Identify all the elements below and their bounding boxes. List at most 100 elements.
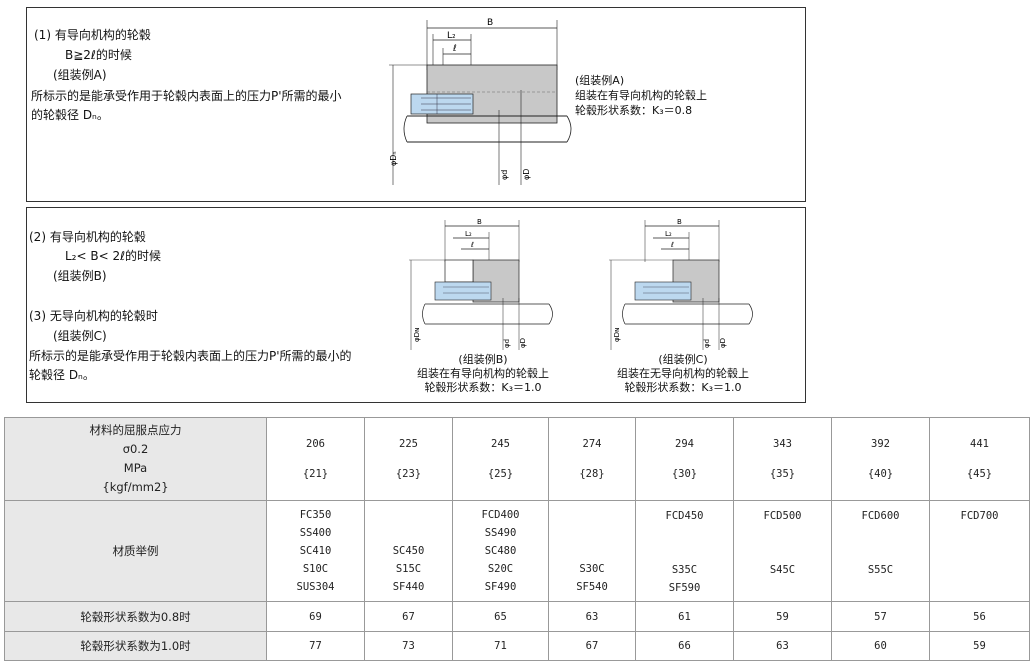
assembly-diagram-a: B L₂ ℓ φDₙ φd φD [389,18,572,185]
example-c-label: (组装例C) [53,329,107,343]
hub-diameter-table: 材料的屈服点应力 σ0.2 MPa {kgf/mm2} 206 {21} 225 {… [4,417,1030,661]
yield-mpa: 225 [399,438,418,450]
yield-cell: 441{45} [929,417,1030,501]
material-item: SF590 [668,582,701,594]
svg-text:φDɴ: φDɴ [613,328,621,342]
condition-case-1: B≧2ℓ的时候 [65,48,132,62]
svg-text:B: B [677,218,682,226]
material-item: S35C [671,564,698,576]
material-cell: FCD500 S45C [733,500,832,602]
yield-kgf: {35} [769,468,796,480]
yield-label-line-2: σ0.2 [122,442,149,456]
caption-a-line-2: 组装在有导向机构的轮毂上 [575,89,707,102]
material-cell: FC350 SS400 SC410 S10C SUS304 [266,500,365,602]
yield-kgf: {21} [302,468,329,480]
locking-element [434,281,492,301]
material-item: SC450 [392,545,425,557]
yield-mpa: 294 [675,438,694,450]
material-item: FCD500 [763,510,802,522]
locking-element [634,281,692,301]
dim-b-label: B [487,18,493,28]
dim-dn-label: φDₙ [389,151,398,166]
yield-label-line-1: 材料的屈服点应力 [89,423,182,437]
yield-cell: 245{25} [452,417,549,501]
heading-case-1: (1) 有导向机构的轮毂 [34,28,151,42]
k08-value: 61 [635,601,734,632]
k08-value: 67 [364,601,453,632]
material-item: S45C [769,564,796,576]
yield-kgf: {28} [579,468,605,480]
yield-cell: 343 {35} [733,417,832,501]
yield-kgf: {45} [966,468,993,480]
yield-cell: 294 {30} [635,417,734,501]
material-item: FC350 [299,509,332,521]
heading-case-3: (3) 无导向机构的轮毂时 [29,309,158,323]
dim-l-label: ℓ [452,44,457,54]
yield-label-cell: 材料的屈服点应力 σ0.2 MPa {kgf/mm2} [4,417,267,501]
material-item: FCD400 [481,509,520,521]
yield-label-line-4: {kgf/mm2} [102,480,169,494]
example-a-label: (组装例A) [53,68,107,82]
material-item: FCD600 [861,510,900,522]
yield-mpa: 206 [306,438,325,450]
k10-value: 63 [733,631,832,661]
yield-mpa: 343 [773,438,792,450]
yield-kgf: {25} [487,468,514,480]
material-item: SF440 [392,581,425,593]
material-item: SUS304 [296,581,335,593]
caption-a-line-3: 轮毂形状系数：K₃＝0.8 [575,104,693,117]
svg-text:φd: φd [703,339,711,348]
condition-case-2: L₂< B< 2ℓ的时候 [65,249,162,263]
k08-value: 56 [929,601,1030,632]
yield-cell: 392 {40} [831,417,930,501]
yield-label-line-3: MPa [123,461,148,475]
k08-value: 69 [266,601,365,632]
k10-value: 59 [929,631,1030,661]
material-item: S55C [867,564,894,576]
description-b-line-1: 所标示的是能承受作用于轮毂内表面上的压力P'所需的最小的 [29,349,352,363]
caption-a-title: (组装例A) [575,74,625,87]
material-cell: FCD700 [929,500,1030,602]
material-item: S30C [579,563,605,575]
k10-value: 77 [266,631,365,661]
material-cell: FCD600 S55C [831,500,930,602]
example-b-label: (组装例B) [53,269,107,283]
k10-value: 66 [635,631,734,661]
k08-label-cell: 轮毂形状系数为0.8时 [4,601,267,632]
material-item: S20C [487,563,514,575]
dim-d-label: φd [500,170,509,180]
material-label-cell: 材质举例 [4,500,267,602]
yield-kgf: {30} [671,468,698,480]
assembly-diagram-b: B L₂ ℓ φDɴ φd φD [409,218,553,350]
caption-b-line-3: 轮毂形状系数：K₃＝1.0 [424,381,542,394]
dim-big-d-label: φD [522,169,531,180]
svg-text:ℓ: ℓ [470,241,474,249]
yield-cell: 274 {28} [548,417,636,501]
yield-row: 材料的屈服点应力 σ0.2 MPa {kgf/mm2} 206 {21} 225 {… [4,417,1030,501]
material-item: S10C [302,563,329,575]
yield-kgf: {23} [395,468,422,480]
material-cell: S30C SF540 [548,500,636,602]
description-b-line-2: 轮毂径 Dₙ。 [29,368,95,382]
yield-mpa: 274 [582,438,602,450]
example-a-panel: (1) 有导向机构的轮毂 B≧2ℓ的时候 (组装例A) 所标示的是能承受作用于轮… [26,7,806,202]
yield-mpa: 392 [871,438,890,450]
material-item: SS490 [484,527,517,539]
svg-text:φd: φd [503,339,511,348]
description-line-1: 所标示的是能承受作用于轮毂内表面上的压力P'所需的最小 [31,89,342,103]
caption-c-line-3: 轮毂形状系数：K₃＝1.0 [624,381,742,394]
material-item: SC410 [299,545,332,557]
description-line-2: 的轮毂径 Dₙ。 [31,108,109,122]
material-item: FCD450 [665,510,704,522]
yield-kgf: {40} [867,468,894,480]
k10-value: 73 [364,631,453,661]
k10-value: 67 [548,631,636,661]
heading-case-2: (2) 有导向机构的轮毂 [29,230,146,244]
material-cell: FCD400 SS490 SC480 S20C SF490 [452,500,549,602]
material-cell: FCD450 S35C SF590 [635,500,734,602]
k10-value: 60 [831,631,930,661]
yield-cell: 206 {21} [266,417,365,501]
material-row: 材质举例 FC350 SS400 SC410 S10C SUS304 SC450… [4,500,1030,602]
svg-text:L₂: L₂ [465,230,472,238]
caption-c-title: (组装例C) [658,353,708,366]
